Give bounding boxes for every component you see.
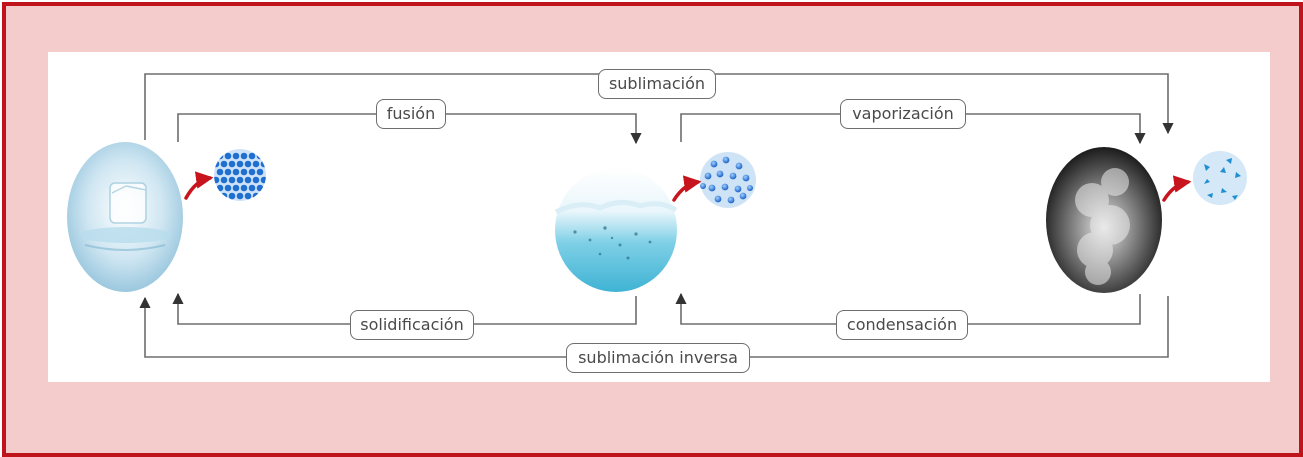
fusion-label: fusión <box>376 99 446 129</box>
liquid-zoom-arrow <box>672 175 702 202</box>
ice-cube-icon <box>67 142 183 292</box>
vaporization-label: vaporización <box>840 99 966 129</box>
sublimation-label: sublimación <box>598 69 716 99</box>
solid-particles-icon <box>214 149 266 201</box>
solid-zoom-arrow <box>184 171 214 200</box>
steam-icon <box>1046 147 1162 293</box>
gas-zoom-arrow <box>1162 175 1192 202</box>
solidification-label: solidificación <box>350 310 474 340</box>
inverse-sublimation-label: sublimación inversa <box>566 343 750 373</box>
condensation-label: condensación <box>836 310 968 340</box>
liquid-particles-icon <box>700 152 756 208</box>
gas-particles-icon <box>1193 151 1247 205</box>
water-surface-icon <box>554 168 678 292</box>
